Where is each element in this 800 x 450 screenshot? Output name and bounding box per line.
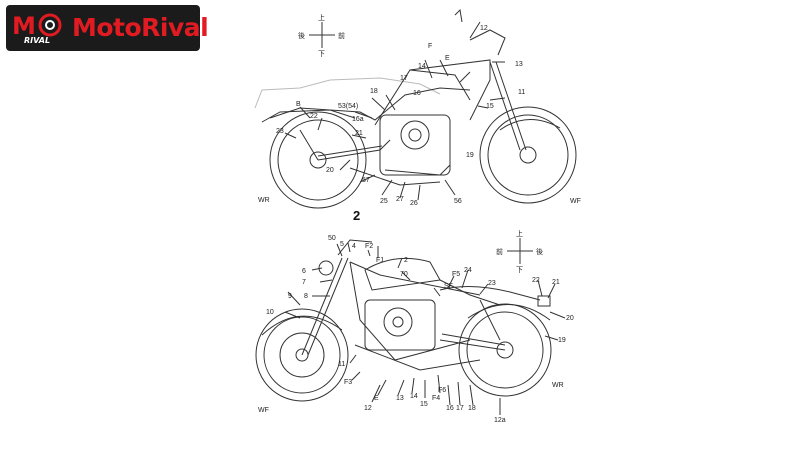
- part-label: 14: [418, 63, 426, 70]
- part-label: 23: [488, 280, 496, 287]
- wheel-label-rear: WR: [552, 382, 564, 389]
- part-label: 9: [288, 293, 292, 300]
- compass-left: 前: [496, 247, 503, 256]
- compass-down: 下: [318, 50, 325, 58]
- part-label: F6: [438, 387, 446, 394]
- part-label: 16: [446, 405, 454, 412]
- figure-number: 2: [353, 208, 360, 223]
- part-label: F3: [344, 379, 352, 386]
- part-label: 23: [276, 128, 284, 135]
- compass-left: 後: [298, 31, 305, 40]
- part-label: 21: [355, 130, 363, 137]
- part-label: F2: [365, 243, 373, 250]
- part-label: 13: [515, 61, 523, 68]
- part-label: SF: [444, 283, 453, 290]
- part-label: 6: [302, 268, 306, 275]
- part-label: 12a: [494, 417, 506, 424]
- part-label: 11: [518, 89, 525, 96]
- part-label: 4: [352, 243, 356, 250]
- part-label: 25: [380, 198, 388, 205]
- part-label: F4: [432, 395, 440, 402]
- wheel-label-front: WF: [258, 407, 269, 414]
- figure-bottom: [255, 238, 566, 415]
- part-label: 57: [362, 177, 370, 184]
- part-label: 11: [338, 361, 345, 368]
- part-label: E: [374, 395, 379, 402]
- figure-top: [254, 8, 577, 209]
- part-label: 18: [468, 405, 476, 412]
- part-label: 26: [410, 200, 418, 207]
- part-label: 14: [410, 393, 418, 400]
- part-label: 20: [566, 315, 574, 322]
- part-label: 13: [396, 395, 404, 402]
- compass-right: 後: [536, 247, 543, 256]
- part-label: F1: [376, 257, 384, 264]
- part-label: 19: [558, 337, 566, 344]
- part-label: 27: [396, 196, 404, 203]
- logo-tagline: RIVAL: [24, 36, 51, 45]
- part-label: 17: [400, 75, 408, 82]
- part-label: 8: [304, 293, 308, 300]
- part-label: 16a: [352, 116, 364, 123]
- compass-down: 下: [516, 266, 523, 274]
- compass-up: 上: [318, 13, 325, 22]
- part-label: 21: [552, 279, 560, 286]
- motorival-logo: M RIVAL MotoRival: [6, 5, 209, 51]
- wheel-label-front: WF: [570, 198, 581, 205]
- part-label: 5: [340, 241, 344, 248]
- part-label: 2: [404, 257, 408, 264]
- part-label: 12: [364, 405, 372, 412]
- compass-up: 上: [516, 229, 523, 238]
- part-label: F5: [452, 271, 460, 278]
- part-label: 12: [480, 25, 488, 32]
- part-label: B: [296, 101, 301, 108]
- part-label: 19: [466, 152, 474, 159]
- part-label: 18: [370, 88, 378, 95]
- figure-top-labels: 12 13 14 E F 11 15 16 17 18 19 53(54) 16…: [258, 13, 581, 223]
- wheel-label-rear: WR: [258, 197, 270, 204]
- part-label: 56: [454, 198, 462, 205]
- part-label: 10: [266, 309, 274, 316]
- part-label: 20: [326, 167, 334, 174]
- part-label: 15: [420, 401, 428, 408]
- svg-text:M: M: [12, 12, 36, 40]
- motorcycle-logo-icon: M: [12, 12, 62, 40]
- compass-right: 前: [338, 31, 345, 40]
- part-label: 22: [532, 277, 540, 284]
- part-label: 50: [328, 235, 336, 242]
- part-label: 17: [456, 405, 464, 412]
- part-label: E: [445, 55, 450, 62]
- part-label: 15: [486, 103, 494, 110]
- part-label: 70: [400, 271, 408, 278]
- part-label: 7: [302, 279, 306, 286]
- part-label: 22: [310, 113, 318, 120]
- logo-brand-text: MotoRival: [72, 13, 209, 42]
- part-label: 24: [464, 267, 472, 274]
- part-label: F: [428, 43, 432, 50]
- figure-bottom-labels: 50 5 4 F2 F1 6 7 8 9 10 2 70 F5 24 SF 23…: [258, 229, 574, 424]
- part-label: 16: [413, 90, 421, 97]
- part-label: 53(54): [338, 103, 358, 110]
